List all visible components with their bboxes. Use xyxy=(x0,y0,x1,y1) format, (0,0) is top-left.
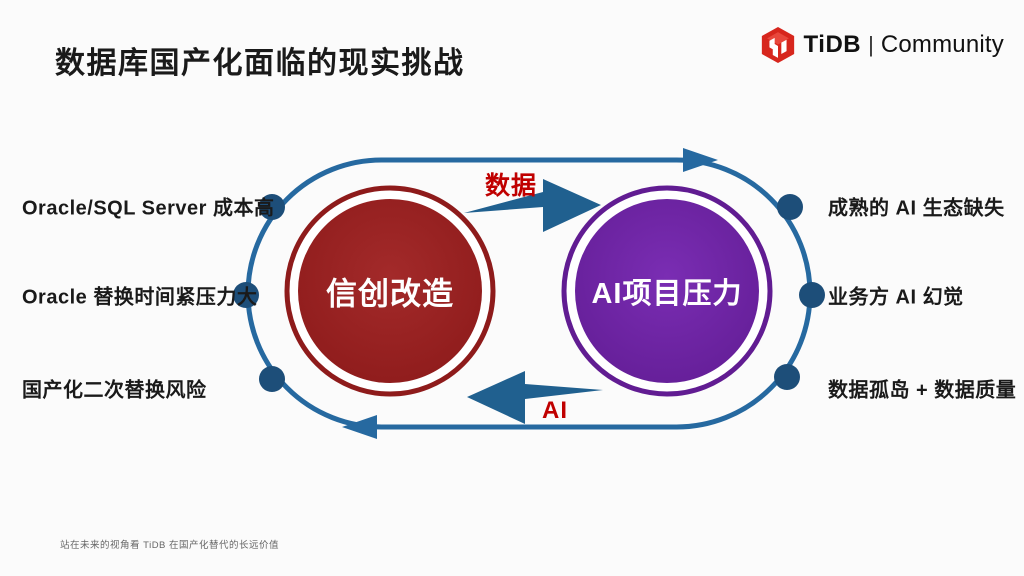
loop-arrowhead-top xyxy=(683,148,718,172)
right-circle-label: AI项目压力 xyxy=(591,278,743,310)
brand-community: Community xyxy=(880,31,1004,58)
loop-dot-right-middle xyxy=(799,282,825,308)
right-item-ai-hallucination: 业务方 AI 幻觉 xyxy=(828,286,964,309)
footer-note: 站在未来的视角看 TiDB 在国产化替代的长远价值 xyxy=(60,540,280,551)
bottom-arrow xyxy=(467,371,603,424)
loop-arrowhead-bottom xyxy=(342,415,377,439)
left-circle-label: 信创改造 xyxy=(326,276,454,312)
right-circle xyxy=(575,199,759,383)
tidb-logo-icon xyxy=(759,26,797,64)
loop-dot-right-bottom xyxy=(774,364,800,390)
left-circle xyxy=(298,199,482,383)
brand-separator: | xyxy=(868,32,874,57)
loop-dot-right-top xyxy=(777,194,803,220)
brand-name: TiDB xyxy=(803,31,862,58)
top-arrow-label: 数据 xyxy=(484,172,537,200)
right-item-ai-ecosystem: 成熟的 AI 生态缺失 xyxy=(828,197,1005,220)
left-item-replacement-risk: 国产化二次替换风险 xyxy=(22,379,207,402)
loop-dot-left-bottom xyxy=(259,366,285,392)
right-item-data-silos: 数据孤岛 + 数据质量 xyxy=(828,379,1017,402)
bottom-arrow-label: AI xyxy=(542,397,568,424)
loop-dot-left-top xyxy=(259,194,285,220)
page-title: 数据库国产化面临的现实挑战 xyxy=(55,47,465,80)
top-arrow xyxy=(464,179,601,232)
loop-dot-left-middle xyxy=(233,282,259,308)
left-item-time-pressure: Oracle 替换时间紧压力大 xyxy=(22,286,258,309)
left-item-cost: Oracle/SQL Server 成本高 xyxy=(22,197,275,220)
tidb-community-logo: TiDB | Community xyxy=(759,26,1004,64)
